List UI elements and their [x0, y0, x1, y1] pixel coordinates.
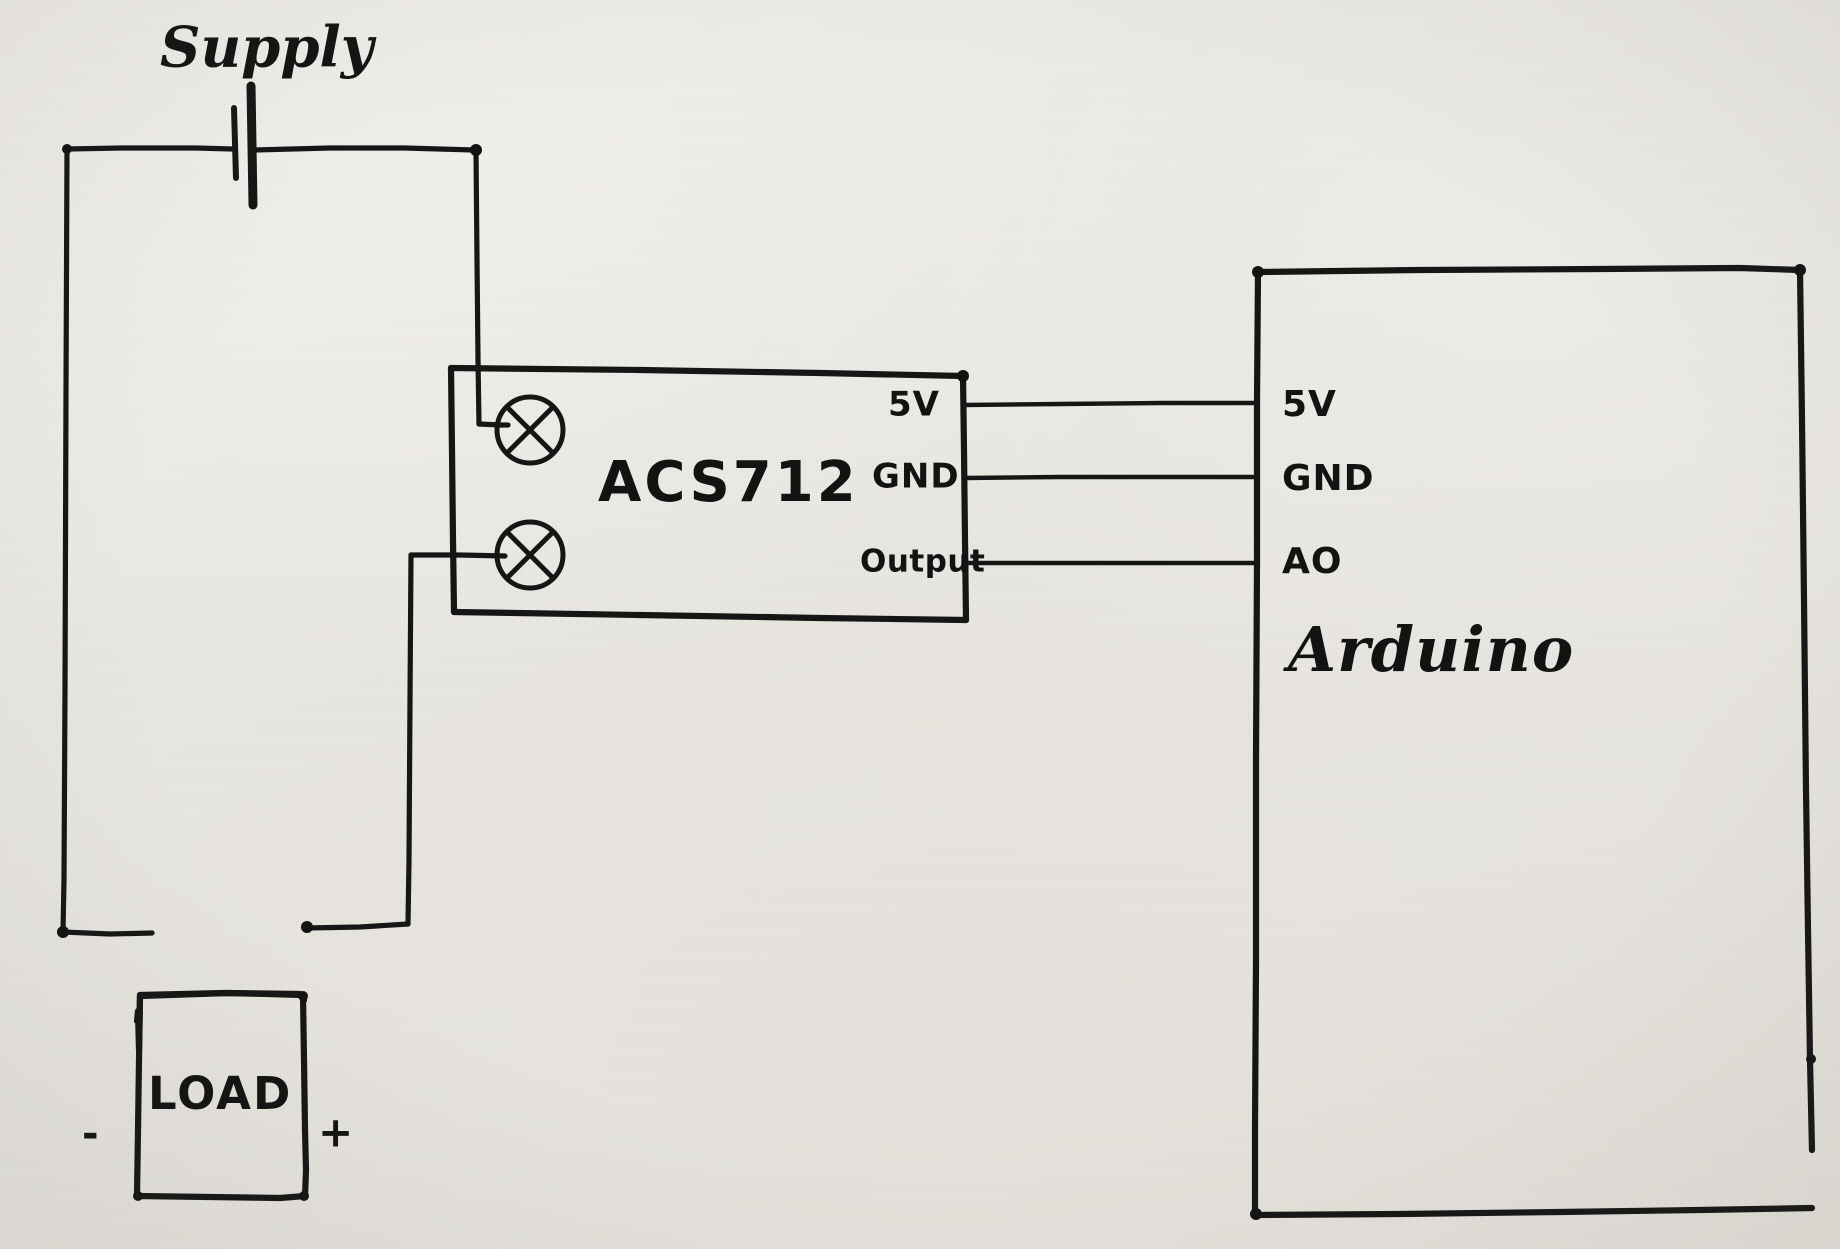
acs712-box	[447, 364, 970, 624]
arduino-pin-gnd-label: GND	[1282, 458, 1375, 499]
arduino-edge-dot-right	[1806, 1054, 1816, 1064]
load-corner-dot-br	[299, 1191, 309, 1201]
acs712-screw-terminal-1	[494, 394, 566, 466]
terminal2-circle	[494, 519, 566, 591]
wire-sensor-terminal1-stub	[476, 421, 511, 428]
acs712-right	[959, 372, 970, 624]
acs712-left	[447, 364, 458, 616]
load-rect	[133, 989, 310, 1202]
terminal2-slash-b	[504, 529, 556, 581]
load-rect-left	[133, 992, 144, 1200]
supply-label: Supply	[160, 15, 377, 81]
battery-symbol	[231, 81, 258, 210]
arduino-corner-dot-tr	[1794, 264, 1806, 276]
battery-plate-short	[231, 105, 239, 181]
wire-supply-top-left	[64, 145, 235, 152]
load-minus-label: -	[82, 1111, 99, 1157]
terminal1-circle	[494, 394, 566, 466]
wire-supply-top-right	[250, 145, 477, 153]
wire-5v	[961, 400, 1261, 408]
acs712-bottom	[450, 608, 970, 624]
load-label: LOAD	[148, 1067, 292, 1120]
wire-sensor-terminal2-out	[408, 552, 508, 559]
load-rect-top	[136, 989, 307, 1000]
acs712-corner-dot-tr	[957, 370, 969, 382]
acs712-top	[447, 364, 967, 380]
arduino-bottom	[1251, 1204, 1816, 1219]
load-plus-label: +	[318, 1108, 353, 1157]
acs712-pin-output-label: Output	[860, 544, 985, 580]
load-corner-dot-bl	[133, 1191, 143, 1201]
wire-left-rail	[60, 146, 70, 935]
load-corner-dot-tr	[298, 991, 308, 1001]
load-rect-bottom	[133, 1192, 309, 1202]
wire-sensor-to-load-plus-vertical	[405, 552, 414, 927]
terminal1-slash-b	[504, 404, 556, 456]
arduino-corner-dot-tl	[1252, 266, 1264, 278]
arduino-pin-5v-label: 5V	[1282, 384, 1337, 425]
load-box	[133, 989, 308, 1054]
junction-dot-load-plus	[301, 921, 313, 933]
arduino-corner-dot-bl	[1250, 1208, 1262, 1220]
arduino-label: Arduino	[1283, 613, 1574, 686]
acs712-label: ACS712	[598, 450, 859, 515]
acs712-pin-gnd-label: GND	[872, 457, 960, 497]
wire-supply-down-to-sensor	[473, 147, 482, 427]
wire-load-minus	[60, 929, 155, 937]
battery-plate-long	[246, 81, 258, 210]
arduino-right	[1796, 266, 1816, 1154]
arduino-top	[1254, 264, 1804, 276]
arduino-pin-a0-label: AO	[1282, 541, 1342, 582]
junction-dot-supply-right	[470, 144, 482, 156]
wire-gnd	[962, 474, 1261, 481]
acs712-screw-terminal-2	[494, 519, 566, 591]
load-rect-right	[299, 991, 310, 1200]
wire-load-plus	[303, 921, 411, 931]
acs712-pin-5v-label: 5V	[888, 385, 940, 425]
arduino-left	[1251, 268, 1262, 1219]
junction-dot-load-minus	[57, 926, 69, 938]
sensor-to-arduino-wires	[961, 400, 1261, 566]
junction-dot-top-left	[62, 144, 72, 154]
supply-loop-wires	[57, 144, 511, 938]
arduino-box	[1250, 264, 1816, 1220]
